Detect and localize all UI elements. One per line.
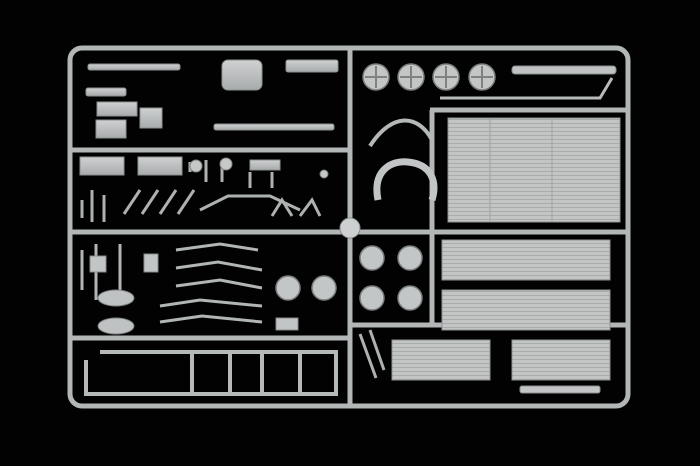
link-rods-bottom (358, 329, 386, 379)
center-hub-disc (339, 217, 361, 239)
sprue-frame (67, 45, 631, 409)
block-parts (89, 253, 299, 331)
hub-spokes (365, 66, 493, 88)
suspension-parts (80, 242, 263, 324)
hub-wheels-top (362, 63, 496, 91)
small-strut-parts (80, 160, 322, 222)
ribbed-panel-large (447, 117, 621, 223)
side-panels (391, 239, 611, 381)
chassis-rails (84, 350, 338, 396)
fender-arch-part (373, 158, 438, 202)
axle-parts (97, 289, 135, 335)
top-left-parts (79, 59, 339, 176)
bent-rod-part (440, 77, 614, 100)
long-rail-part (511, 65, 617, 75)
bottom-bar-part (519, 385, 601, 394)
hub-wheels-middle (275, 245, 423, 311)
mudguard-part (368, 118, 434, 148)
knob-parts (189, 157, 329, 179)
